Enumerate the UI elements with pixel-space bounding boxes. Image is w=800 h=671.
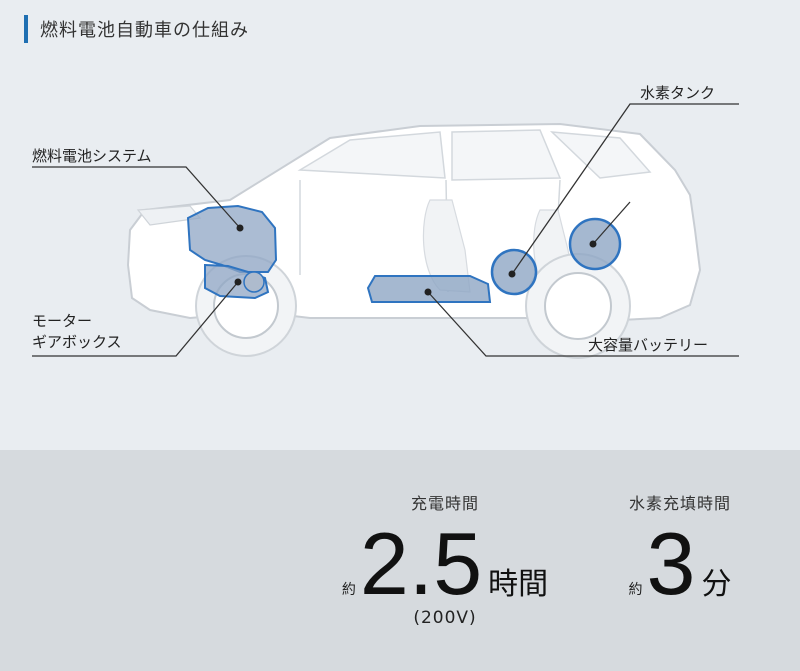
leader-lines [32, 103, 739, 357]
label-battery: 大容量バッテリー [588, 336, 709, 354]
car-windows [297, 129, 652, 181]
hydrogen-fill-value: 3 [646, 514, 696, 613]
label-hydrogen-tank: 水素タンク [640, 84, 716, 102]
motor-wheel-hub [243, 271, 265, 293]
leader-dots [234, 224, 597, 296]
fcv-diagram [32, 103, 739, 359]
charge-time-unit: 時間 [488, 567, 549, 602]
charge-time-value: 2.5 [359, 514, 483, 613]
rear-wheel [525, 253, 631, 359]
page-title: 燃料電池自動車の仕組み [40, 20, 249, 41]
stats-panel: 充電時間 約 2.5 時間 (200V) 水素充填時間 約 3 分 [0, 450, 800, 671]
charge-time-stat: 充電時間 約 2.5 時間 (200V) [320, 490, 570, 628]
label-gearbox: ギアボックス [32, 333, 122, 351]
fuel-cell-system-component [186, 204, 278, 273]
charge-time-prefix: 約 [341, 582, 356, 598]
label-fuel-cell-system: 燃料電池システム [32, 147, 152, 165]
charge-time-label: 充電時間 [410, 494, 479, 513]
hydrogen-fill-value-row: 約 3 分 [585, 520, 775, 608]
hydrogen-fill-stat: 水素充填時間 約 3 分 [585, 490, 775, 608]
title-accent-bar [24, 15, 28, 43]
hydrogen-fill-prefix: 約 [628, 582, 643, 598]
charge-time-note: (200V) [413, 608, 477, 628]
charge-time-value-row: 約 2.5 時間 [320, 520, 570, 608]
hydrogen-fill-label: 水素充填時間 [628, 494, 731, 513]
hydrogen-fill-unit: 分 [701, 567, 732, 602]
label-motor: モーター [32, 312, 93, 330]
section-title: 燃料電池自動車の仕組み [24, 14, 249, 44]
